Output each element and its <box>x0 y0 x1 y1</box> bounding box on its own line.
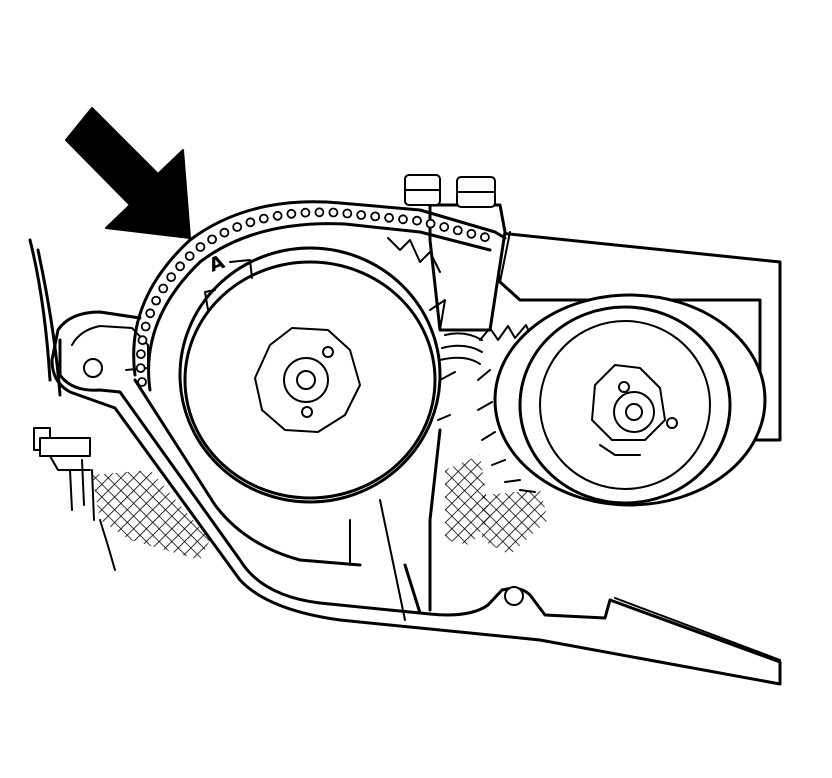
chain-link-roller <box>137 335 148 346</box>
chain-link-roller <box>412 215 422 226</box>
mounting-bolt <box>33 427 91 471</box>
chain-link-roller <box>158 283 169 294</box>
callout-a-label: A <box>206 251 228 277</box>
chain-link-roller <box>151 295 162 306</box>
chain-link-roller <box>479 232 490 243</box>
cutaway-hatch-left <box>92 470 210 560</box>
chain-link-roller <box>232 222 243 232</box>
chain-link-roller <box>245 217 256 228</box>
chain-link-roller <box>425 218 436 229</box>
chain-link-roller <box>356 210 367 220</box>
arrow-icon <box>65 107 191 239</box>
chain-link-roller <box>135 349 146 360</box>
timing-chain <box>132 200 507 392</box>
chain-guide-rails <box>133 378 442 621</box>
chain-link-roller <box>328 207 339 218</box>
intake-cam-sprocket <box>178 246 456 504</box>
chain-link-roller <box>370 211 381 222</box>
chain-link-roller <box>286 208 297 219</box>
chain-link-roller <box>342 208 353 219</box>
chain-link-roller <box>258 213 269 224</box>
chain-link-roller <box>439 222 450 232</box>
chain-link-roller <box>398 214 408 225</box>
chain-link-roller <box>219 227 230 238</box>
chain-link-roller <box>384 212 395 223</box>
chain-link-roller <box>184 251 195 262</box>
cutaway-hatch-middle <box>445 455 490 545</box>
chain-link-roller <box>166 272 177 283</box>
chain-link-roller <box>137 377 147 387</box>
chain-link-roller <box>135 363 146 374</box>
chain-link-roller <box>195 242 206 252</box>
chain-link-roller <box>207 234 218 245</box>
chain-link-roller <box>145 308 156 319</box>
chain-link-roller <box>300 207 311 218</box>
exhaust-cam-sprocket <box>477 293 767 507</box>
chain-link-roller <box>272 210 283 221</box>
chain-link-roller <box>140 321 151 332</box>
chain-link-roller <box>452 225 463 236</box>
chain-links <box>135 207 490 387</box>
cutaway-hatch-right <box>482 490 548 555</box>
chain-link-roller <box>175 261 186 272</box>
chain-link-roller <box>466 228 477 239</box>
chain-link-roller <box>314 207 325 218</box>
